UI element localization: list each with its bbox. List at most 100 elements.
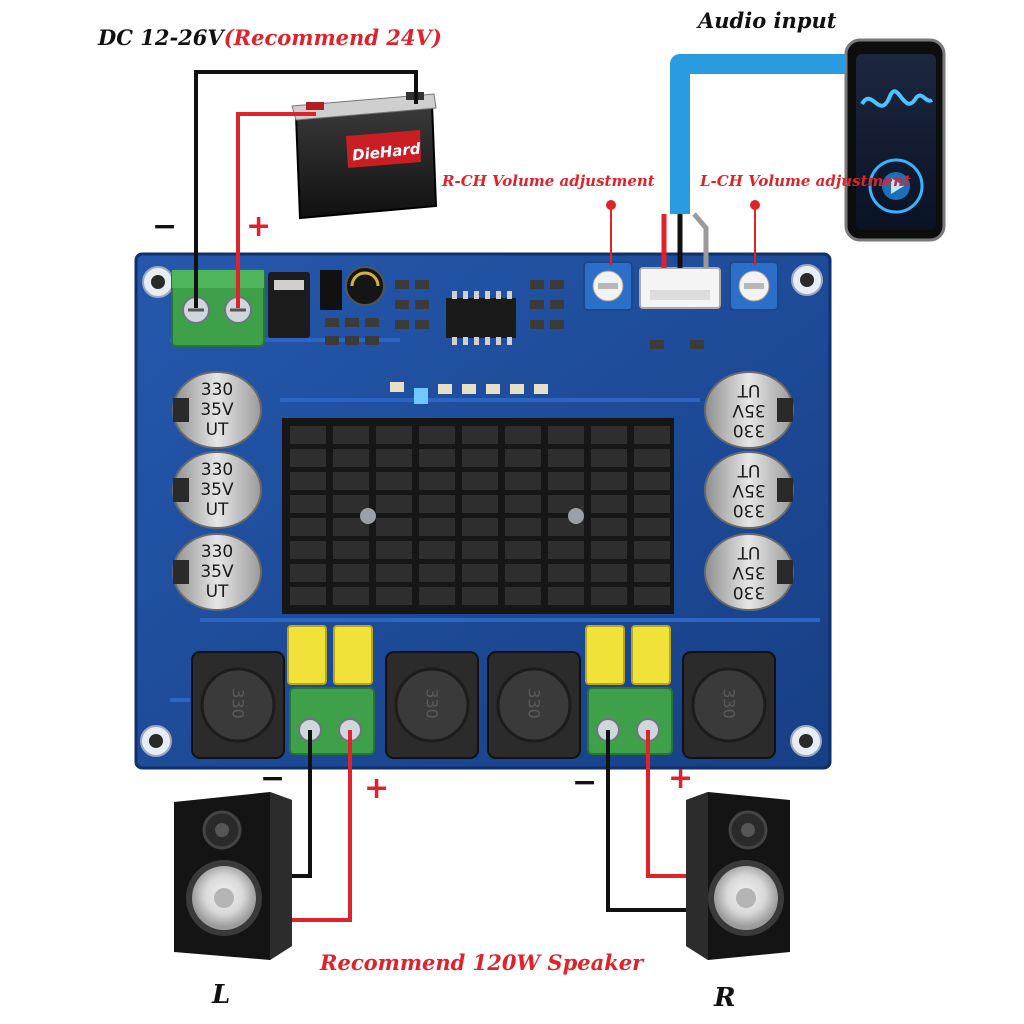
heatsink-fin [333,587,369,605]
heatsink-fin [419,564,455,582]
heatsink-fin [634,564,670,582]
heatsink-fin [462,495,498,513]
heatsink [282,418,674,614]
right-positive-sign: + [668,761,694,796]
speaker-recommend-label: Recommend 120W Speaker [320,950,644,975]
heatsink-fin [462,541,498,559]
heatsink-fin [333,541,369,559]
power-supply-label: DC 12-26V(Recommend 24V) [98,25,442,50]
heatsink-fin [591,495,627,513]
heatsink-fin [591,472,627,490]
heatsink-fin [419,518,455,536]
heatsink-fin [634,449,670,467]
audio-source-phone [844,38,946,242]
inductor-marking: 330 [228,688,248,719]
heatsink-fin [290,541,326,559]
inductor-marking: 330 [422,688,442,719]
right-channel-label: R [714,983,736,1013]
heatsink-fin [376,426,412,444]
heatsink-fin [376,518,412,536]
capacitor-right-3 [704,533,794,611]
film-capacitors [287,625,671,685]
heatsink-fin [591,587,627,605]
heatsink-fin [462,587,498,605]
power-wires [194,70,418,308]
amplifier-ic [446,291,516,345]
heatsink-fin [376,587,412,605]
heatsink-fin [505,518,541,536]
heatsink-fin [419,541,455,559]
heatsink-fin [462,518,498,536]
amplifier-board [134,252,832,770]
heatsink-fin [290,587,326,605]
heatsink-fin [290,564,326,582]
heatsink-fin [333,495,369,513]
heatsink-fin [591,449,627,467]
heatsink-fin [591,426,627,444]
heatsink-fin [419,587,455,605]
heatsink-fin [333,426,369,444]
heatsink-fin [548,472,584,490]
audio-cable [661,54,846,268]
power-positive-sign: + [246,209,272,244]
heatsink-fin [505,564,541,582]
heatsink-fin [505,449,541,467]
heatsink-fin [376,541,412,559]
heatsink-fin [462,449,498,467]
heatsink-fin [634,587,670,605]
left-channel-label: L [212,980,231,1010]
left-negative-sign: − [260,761,286,796]
heatsink-fin [376,472,412,490]
heatsink-fin [290,472,326,490]
right-speaker [686,792,790,960]
speaker-wires [292,730,686,922]
heatsink-fin [376,449,412,467]
heatsink-fin [634,426,670,444]
pot-pointers [606,200,760,266]
heatsink-fin [505,426,541,444]
heatsink-fin [376,564,412,582]
l-ch-volume-label: L-CH Volume adjustment [700,172,911,190]
heatsink-fin [548,449,584,467]
heatsink-fin [591,564,627,582]
audio-input-label: Audio input [698,8,837,33]
right-speaker-terminal [587,687,673,755]
inductor-1 [191,651,285,759]
heatsink-fin [333,564,369,582]
inductor-4 [682,651,776,759]
heatsink-fin [548,541,584,559]
heatsink-fin [591,518,627,536]
capacitor-right-1 [704,371,794,449]
heatsink-fin [462,472,498,490]
heatsink-fin [505,587,541,605]
heatsink-fin [634,541,670,559]
heatsink-fin [548,587,584,605]
capacitor-right-2 [704,451,794,529]
left-positive-sign: + [364,771,390,806]
heatsink-fin [462,426,498,444]
left-speaker-terminal [289,687,375,755]
audio-input-connector [639,267,721,309]
smd-components [325,280,704,349]
heatsink-fin [290,426,326,444]
heatsink-fin [290,518,326,536]
heatsink-fin [333,472,369,490]
heatsink-fin [634,472,670,490]
heatsink-fin [462,564,498,582]
battery [291,92,438,220]
heatsink-fin [333,449,369,467]
inductor-marking: 330 [719,688,739,719]
inductor-marking: 330 [524,688,544,719]
capacitor-left-3 [172,533,262,611]
heatsink-fin [419,472,455,490]
left-speaker [174,792,292,960]
heatsink-fin [376,495,412,513]
heatsink-fin [505,472,541,490]
